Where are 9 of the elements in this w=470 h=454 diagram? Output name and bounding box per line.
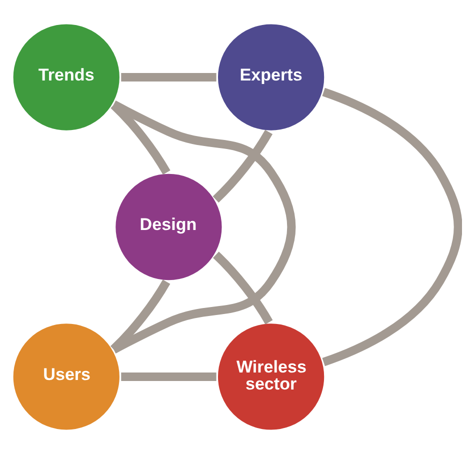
- connector: [121, 73, 216, 82]
- connector: [112, 100, 296, 354]
- node-circle: Trends: [10, 21, 122, 134]
- connector: [121, 372, 216, 381]
- node-circle: Users: [10, 320, 122, 433]
- node-circle: Design: [112, 171, 225, 283]
- node-circle: Experts: [215, 21, 327, 134]
- node-circle: Wireless sector: [215, 320, 327, 433]
- connector: [322, 88, 462, 366]
